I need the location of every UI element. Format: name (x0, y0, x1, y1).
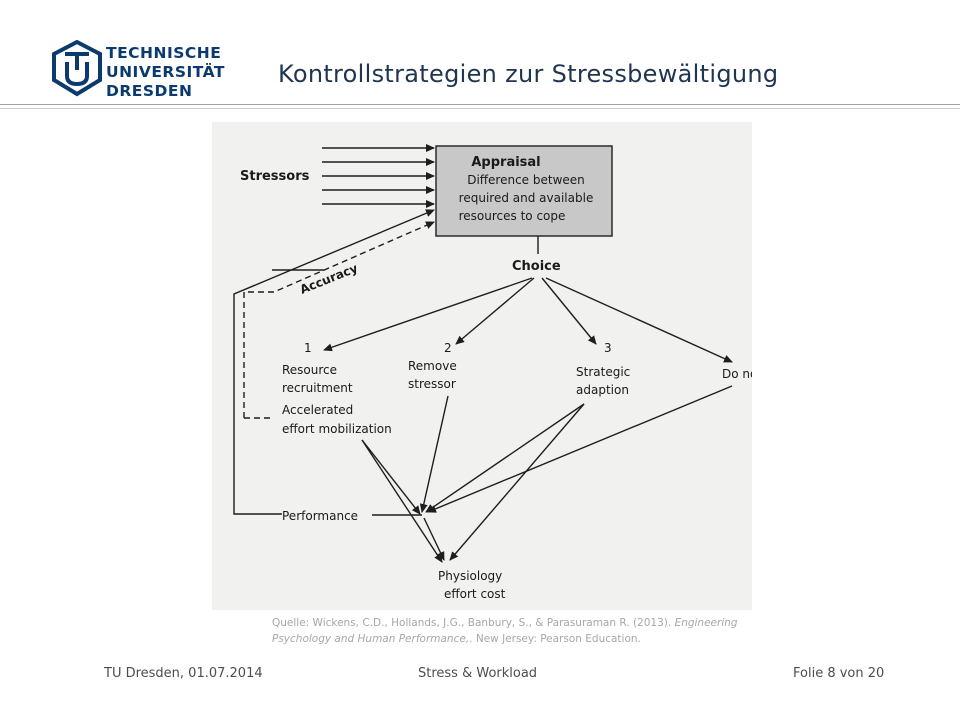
option-number: 3 (604, 341, 612, 355)
citation-suffix: . New Jersey: Pearson Education. (469, 633, 641, 645)
choice-arrow-1 (323, 277, 533, 352)
option-label: recruitment (282, 381, 353, 395)
stressors-label: Stressors (240, 169, 310, 184)
slide-title: Kontrollstrategien zur Stressbewältigung (278, 60, 779, 88)
institution-line: TECHNISCHE (106, 44, 222, 62)
accelerated-label: Accelerated (282, 403, 353, 417)
converge-arrow (361, 439, 421, 515)
physiology-arrow (423, 517, 445, 561)
appraisal-title: Appraisal (471, 155, 540, 170)
footer-slide-number: Folie 8 von 20 (793, 666, 885, 681)
institution-line: UNIVERSITÄT (106, 63, 226, 81)
physiology-label: Physiology (438, 569, 502, 583)
option-label: adaption (576, 383, 629, 397)
choice-label: Choice (512, 259, 561, 274)
physiology-arrow (449, 403, 585, 561)
tu-dresden-logo (52, 40, 102, 97)
converge-arrow (419, 395, 449, 513)
converge-arrow (425, 403, 585, 513)
header-divider (0, 104, 960, 105)
option-label: Resource (282, 363, 337, 377)
citation-book-title: Engineering Psychology and Human Perform… (272, 617, 738, 645)
stress-control-diagram: Appraisal Difference between required an… (212, 122, 752, 610)
appraisal-line: resources to cope (459, 209, 566, 223)
physiology-arrow (361, 439, 443, 563)
choice-arrow-3 (541, 277, 597, 345)
accelerated-label: effort mobilization (282, 422, 392, 436)
option-label: stressor (408, 377, 456, 391)
tu-dresden-emblem-icon (52, 40, 102, 97)
performance-feedback-line (233, 209, 435, 515)
appraisal-box (435, 145, 613, 237)
footer-topic: Stress & Workload (418, 666, 538, 681)
option-label: Do nothing (722, 367, 752, 381)
source-citation: Quelle: Wickens, C.D., Hollands, J.G., B… (272, 615, 742, 647)
appraisal-line: required and available (459, 191, 594, 205)
option-label: Strategic (576, 365, 630, 379)
performance-label: Performance (282, 509, 358, 523)
converge-arrow (427, 385, 733, 513)
citation-prefix: Quelle: Wickens, C.D., Hollands, J.G., B… (272, 617, 672, 629)
accuracy-dashed-line (243, 221, 435, 418)
option-label: Remove (408, 359, 457, 373)
option-number: 1 (304, 341, 312, 355)
choice-arrow-2 (455, 277, 535, 345)
institution-name: TECHNISCHE UNIVERSITÄT DRESDEN (106, 44, 225, 101)
header-divider-secondary (0, 108, 960, 109)
institution-line: DRESDEN (106, 82, 193, 100)
choice-arrow-4 (545, 277, 733, 363)
option-number: 2 (444, 341, 452, 355)
appraisal-line: Difference between (467, 173, 585, 187)
physiology-label: effort cost (444, 587, 506, 601)
footer-date: TU Dresden, 01.07.2014 (104, 666, 263, 681)
